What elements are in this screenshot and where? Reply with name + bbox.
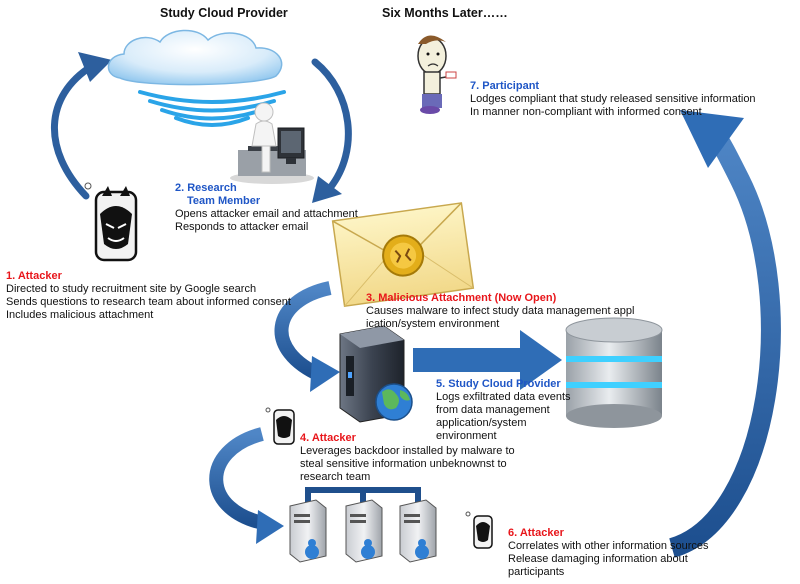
step-line: participants (508, 566, 565, 578)
step-line: Release damaging information about (508, 553, 688, 565)
step-line: Correlates with other information source… (508, 540, 709, 552)
step-line: Causes malware to infect study data mana… (366, 305, 635, 317)
step-title: 4. Attacker (300, 432, 356, 444)
step-line: Includes malicious attachment (6, 309, 154, 321)
arrow-cloud-to-research (311, 58, 352, 203)
globe-icon (375, 383, 413, 421)
participant-figure-icon (417, 35, 457, 114)
step-line: Lodges compliant that study released sen… (470, 93, 756, 105)
step-line: research team (300, 471, 371, 483)
step-title: Team Member (187, 195, 261, 207)
step-6-attacker: 6. Attacker Correlates with other inform… (508, 527, 709, 579)
step-line: Responds to attacker email (175, 221, 309, 233)
step-line: In manner non-compliant with informed co… (470, 106, 702, 118)
arrow-attacker-to-servers (209, 427, 284, 544)
step-line: Leverages backdoor installed by malware … (300, 445, 515, 457)
step-line: Logs exfiltrated data events (436, 391, 571, 403)
arrow-attacker-to-cloud (51, 52, 112, 200)
database-cylinder-icon (565, 317, 663, 428)
attacker-small-icon (465, 511, 493, 549)
step-title: 5. Study Cloud Provider (436, 378, 561, 390)
step-3-malicious-attachment: 3. Malicious Attachment (Now Open) Cause… (366, 292, 634, 331)
server-network-icon (289, 487, 437, 563)
step-line: Sends questions to research team about i… (6, 296, 291, 308)
step-line: Opens attacker email and attachment (175, 208, 358, 220)
research-member-computer-icon (230, 102, 314, 184)
step-title: 2. Research (175, 182, 237, 194)
step-1-attacker: 1. Attacker Directed to study recruitmen… (6, 270, 291, 322)
step-4-attacker: 4. Attacker Leverages backdoor installed… (300, 432, 515, 484)
step-line: Directed to study recruitment site by Go… (6, 283, 257, 295)
header-left: Study Cloud Provider (160, 6, 288, 20)
step-line: environment (436, 430, 497, 442)
header-right: Six Months Later…… (382, 6, 508, 20)
step-title: 7. Participant (470, 80, 540, 92)
attacker-small-icon (265, 407, 295, 445)
step-7-participant: 7. Participant Lodges compliant that stu… (470, 80, 756, 119)
email-envelope-icon (331, 202, 475, 308)
arrow-email-to-server (274, 281, 340, 392)
step-5-cloud-provider: 5. Study Cloud Provider Logs exfiltrated… (436, 378, 571, 443)
step-line: steal sensitive information unbeknownst … (300, 458, 507, 470)
step-2-research-member: 2. Research Team Member Opens attacker e… (175, 182, 358, 234)
attacker-phone-icon (84, 182, 138, 262)
cloud-icon (107, 29, 286, 127)
arrow-attacker-to-participant (668, 110, 781, 558)
step-line: from data management (436, 404, 550, 416)
step-title: 3. Malicious Attachment (Now Open) (366, 292, 557, 304)
step-title: 1. Attacker (6, 270, 62, 282)
step-title: 6. Attacker (508, 527, 564, 539)
arrow-server-to-database (413, 330, 562, 390)
step-line: application/system (436, 417, 527, 429)
step-line: ication/system environment (366, 318, 500, 330)
